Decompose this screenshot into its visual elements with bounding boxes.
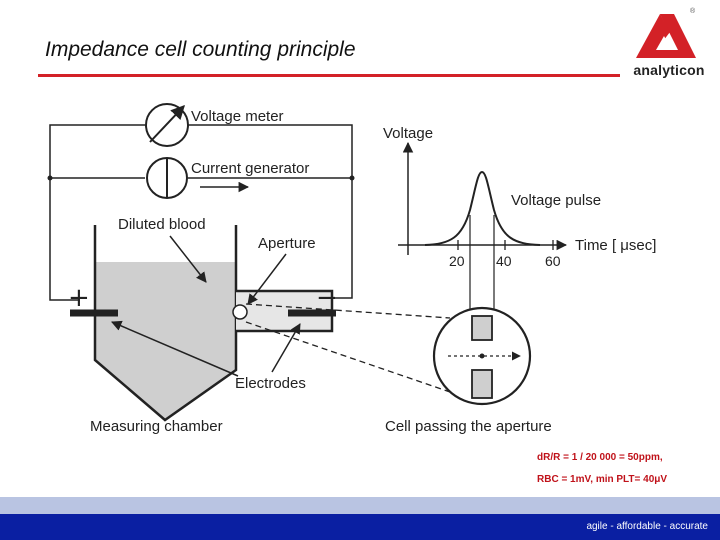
zoom-lines (245, 303, 451, 393)
logo-text: analyticon (633, 62, 705, 78)
electrode-arrow-positive (111, 320, 239, 377)
footer-band-light (0, 497, 720, 514)
current-generator-label: Current generator (191, 160, 309, 177)
analyticon-logo-icon (636, 14, 696, 58)
diluted-blood-label: Diluted blood (118, 216, 206, 233)
voltage-meter-label: Voltage meter (191, 108, 284, 125)
pulse-graph-ylabel: Voltage (383, 125, 433, 142)
aperture-hole (232, 304, 248, 320)
aperture-arrow (247, 253, 287, 305)
pulse-graph-ticks (457, 240, 554, 250)
signal-level-note: RBC = 1mV, min PLT= 40μV (537, 474, 668, 485)
minus-sign: − (316, 283, 338, 313)
x-tick-label-3: 60 (545, 253, 561, 269)
registered-mark: ® (690, 8, 696, 15)
pulse-guide-lines (469, 215, 495, 318)
current-generator-icon (146, 157, 188, 199)
x-tick-label-2: 40 (496, 253, 512, 269)
electrode-arrow-negative (271, 323, 301, 373)
x-tick-label-1: 20 (449, 253, 465, 269)
title-underline (38, 74, 620, 77)
plus-sign: + (68, 283, 90, 313)
footer-slogan: agile - affordable - accurate (586, 521, 708, 532)
pulse-graph-xlabel: Time [ μsec] (575, 237, 656, 254)
electrodes-label: Electrodes (235, 375, 306, 392)
cell-passing-label: Cell passing the aperture (385, 418, 552, 435)
aperture-label: Aperture (258, 235, 316, 252)
slide-title: Impedance cell counting principle (45, 38, 356, 61)
footer-band (0, 514, 720, 540)
voltage-pulse-curve (424, 170, 541, 246)
voltage-pulse-label: Voltage pulse (511, 192, 601, 209)
diluted-blood-arrow (169, 235, 207, 283)
measuring-chamber-label: Measuring chamber (90, 418, 223, 435)
voltage-meter-icon (145, 103, 189, 147)
blood-liquid (95, 262, 236, 420)
circuit-wires (49, 124, 353, 301)
magnified-aperture (432, 306, 532, 406)
junction-dots (47, 175, 355, 181)
resistance-ratio-note: dR/R = 1 / 20 000 = 50ppm, (537, 452, 663, 463)
